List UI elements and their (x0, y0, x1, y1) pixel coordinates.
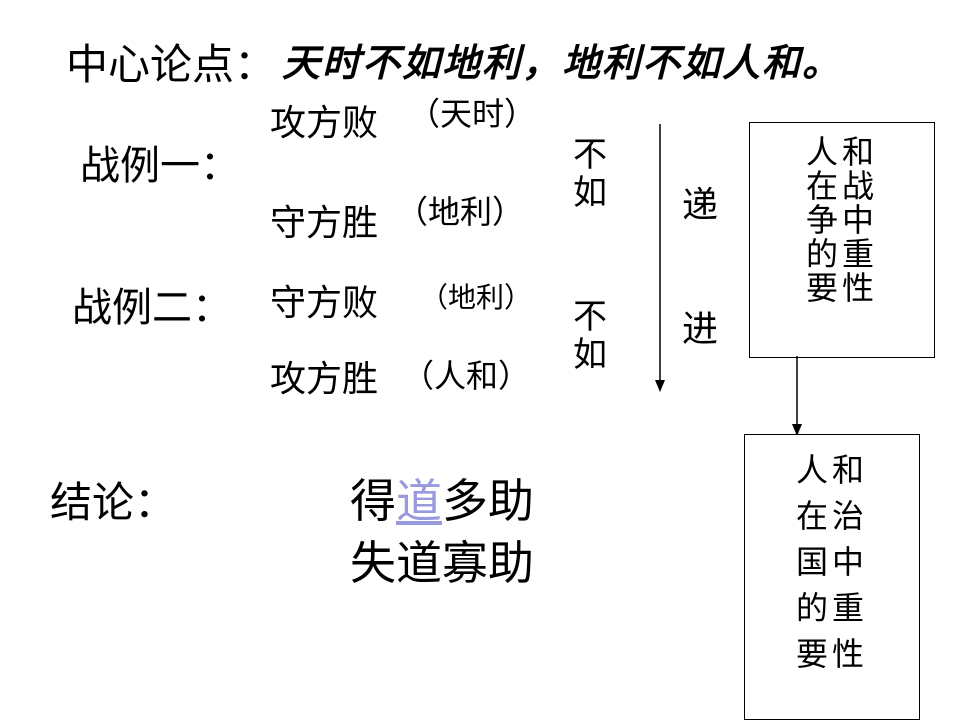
central-thesis: 天时不如地利，地利不如人和。 (282, 40, 843, 85)
box-text-line: 在战 (805, 167, 878, 205)
box-text-line: 的重 (795, 589, 868, 627)
conclusion-label: 结论： (50, 478, 177, 527)
example-two-winner-note: （人和） (402, 357, 531, 395)
dao-link[interactable]: 道 (396, 474, 442, 528)
example-two-label: 战例二： (72, 285, 232, 331)
box-harmony-in-war: 人和在战争中的重要性 (749, 122, 935, 358)
example-two-winner: 攻方胜 (270, 359, 379, 400)
box-text-line: 要性 (805, 269, 878, 307)
box-text-line: 国中 (795, 543, 868, 581)
conclusion-line-1-end: 多助 (442, 474, 534, 528)
box-text-line: 争中 (805, 201, 878, 239)
conclusion-line-1-start: 得 (350, 474, 396, 528)
conclusion-line-1: 得道多助 (350, 478, 534, 524)
example-two-comparison: 不如 (573, 297, 607, 375)
example-one-winner: 守方胜 (270, 203, 379, 244)
box-text-line: 在治 (795, 497, 868, 535)
box-harmony-in-governing: 人和在治国中的重要性 (744, 434, 920, 720)
example-one-loser-note: （天时） (408, 95, 537, 133)
example-two-loser: 守方败 (270, 283, 379, 324)
box-text-line: 人和 (805, 133, 878, 171)
box-harmony-in-war-text: 人和在战争中的重要性 (750, 135, 934, 305)
progression-arrow (655, 124, 665, 392)
box-link-arrow (792, 356, 802, 436)
box-text-line: 要性 (795, 635, 868, 673)
example-one-comparison: 不如 (573, 135, 607, 213)
example-one-loser: 攻方败 (270, 103, 379, 144)
example-one-winner-note: （地利） (396, 193, 525, 231)
box-text-line: 人和 (795, 451, 868, 489)
conclusion-line-2: 失道寡助 (350, 536, 534, 590)
box-harmony-in-governing-text: 人和在治国中的重要性 (745, 447, 919, 677)
example-one-label: 战例一： (80, 143, 240, 189)
box-text-line: 的重 (805, 235, 878, 273)
progression-char-1: 递 (682, 185, 719, 226)
title-label: 中心论点： (66, 40, 277, 89)
example-two-loser-note: （地利） (420, 281, 533, 314)
progression-char-2: 进 (682, 309, 719, 350)
